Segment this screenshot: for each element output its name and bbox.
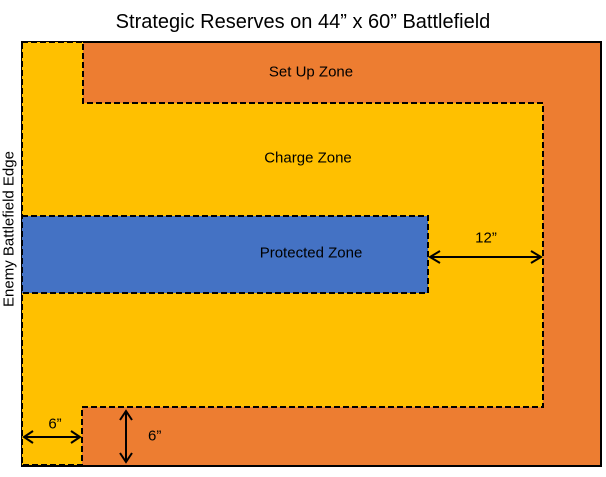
dim-12in-arrow: 12” bbox=[428, 230, 543, 264]
charge-zone-label: Charge Zone bbox=[264, 150, 352, 167]
diagram-title: Strategic Reserves on 44” x 60” Battlefi… bbox=[116, 11, 491, 33]
dim-6in-width-label: 6” bbox=[48, 416, 61, 433]
dim-12in-label: 12” bbox=[475, 230, 497, 247]
dim-6in-width-arrow: 6” bbox=[22, 416, 82, 444]
dim-6in-depth-label: 6” bbox=[148, 428, 161, 445]
dim-6in-depth-arrow: 6” bbox=[119, 409, 161, 464]
enemy-edge-label: Enemy Battlefield Edge bbox=[1, 151, 18, 307]
protected-zone-rect bbox=[21, 215, 429, 294]
protected-zone-label: Protected Zone bbox=[260, 245, 363, 262]
setup-zone-label: Set Up Zone bbox=[269, 64, 353, 81]
